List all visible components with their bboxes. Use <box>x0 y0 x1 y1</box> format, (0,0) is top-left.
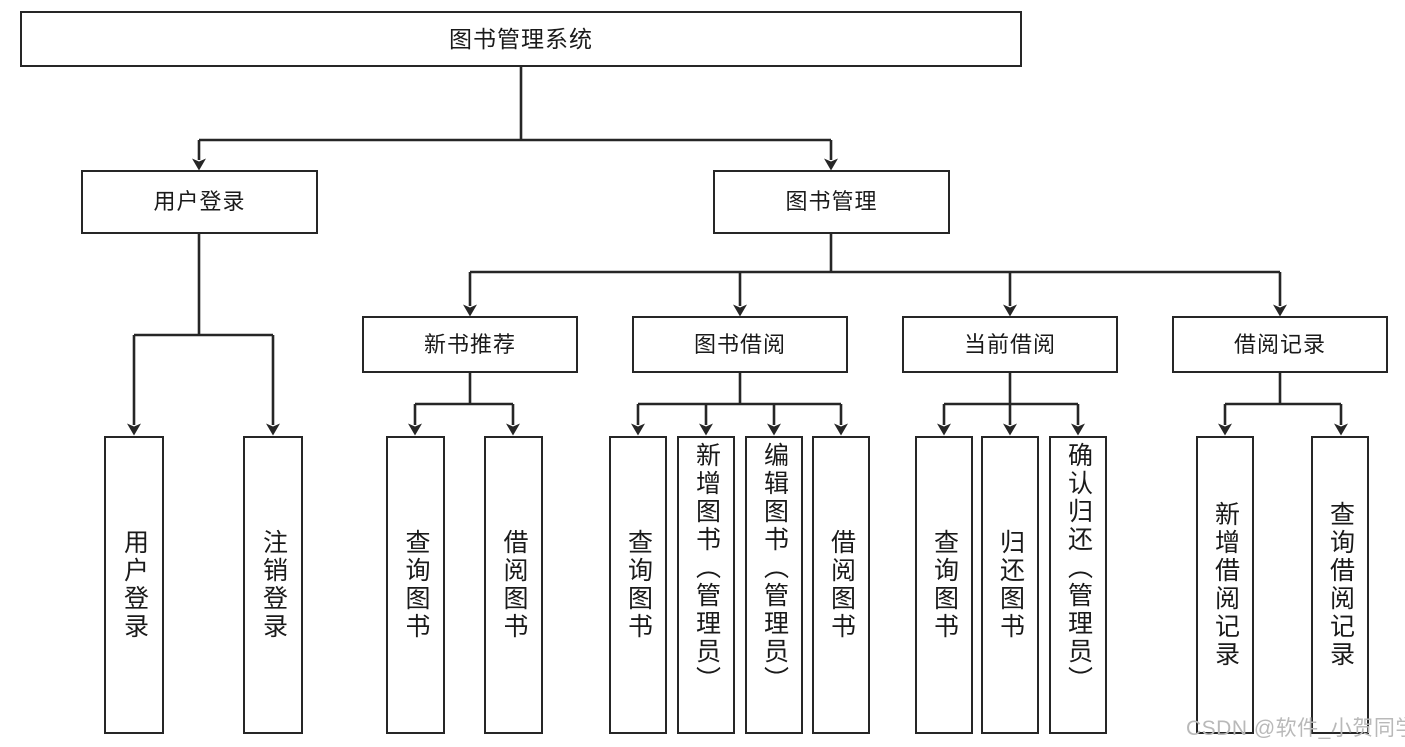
node-label: 新增借阅记录 <box>1211 501 1240 669</box>
node-label: 借阅图书 <box>500 529 528 641</box>
node-book-management[interactable]: 图书管理 <box>713 170 950 234</box>
node-new-book-recommend[interactable]: 新书推荐 <box>362 316 578 373</box>
node-label: 用户登录 <box>153 189 246 215</box>
watermark-text: CSDN @软件_小贺同学 <box>1186 717 1405 740</box>
node-label: 查询借阅记录 <box>1326 501 1355 669</box>
node-label: 图书管理 <box>785 189 878 215</box>
node-label: 新书推荐 <box>423 331 516 357</box>
leaf-query-book-current[interactable]: 查询图书 <box>915 436 973 734</box>
leaf-confirm-return-admin[interactable]: 确认归还（管理员） <box>1049 436 1107 734</box>
node-label: 注销登录 <box>259 529 288 641</box>
node-current-borrow[interactable]: 当前借阅 <box>902 316 1118 373</box>
leaf-user-login[interactable]: 用户登录 <box>104 436 164 734</box>
leaf-return-book[interactable]: 归还图书 <box>981 436 1039 734</box>
node-label: 查询图书 <box>402 529 430 641</box>
node-label: 图书借阅 <box>693 331 786 357</box>
node-root-book-management-system[interactable]: 图书管理系统 <box>20 11 1022 67</box>
node-label: 查询图书 <box>624 529 653 641</box>
node-label: 归还图书 <box>996 529 1025 641</box>
leaf-query-book-borrow[interactable]: 查询图书 <box>609 436 667 734</box>
leaf-borrow-book-newbook[interactable]: 借阅图书 <box>484 436 543 734</box>
leaf-add-borrow-record[interactable]: 新增借阅记录 <box>1196 436 1254 734</box>
node-label: 用户登录 <box>120 529 149 641</box>
leaf-query-book-newbook[interactable]: 查询图书 <box>386 436 445 734</box>
leaf-add-book-admin[interactable]: 新增图书（管理员） <box>677 436 735 734</box>
leaf-borrow-book-borrow[interactable]: 借阅图书 <box>812 436 870 734</box>
leaf-edit-book-admin[interactable]: 编辑图书（管理员） <box>745 436 803 734</box>
node-label: 查询图书 <box>930 529 959 641</box>
node-label: 编辑图书（管理员） <box>760 442 789 694</box>
node-label: 新增图书（管理员） <box>692 442 721 694</box>
node-book-borrow[interactable]: 图书借阅 <box>632 316 848 373</box>
leaf-query-borrow-record[interactable]: 查询借阅记录 <box>1311 436 1369 734</box>
node-borrow-record[interactable]: 借阅记录 <box>1172 316 1388 373</box>
node-label: 图书管理系统 <box>449 25 593 52</box>
node-label: 确认归还（管理员） <box>1064 442 1093 694</box>
node-label: 借阅记录 <box>1233 331 1326 357</box>
leaf-logout-login[interactable]: 注销登录 <box>243 436 303 734</box>
node-user-login[interactable]: 用户登录 <box>81 170 318 234</box>
node-label: 借阅图书 <box>827 529 856 641</box>
node-label: 当前借阅 <box>963 331 1056 357</box>
